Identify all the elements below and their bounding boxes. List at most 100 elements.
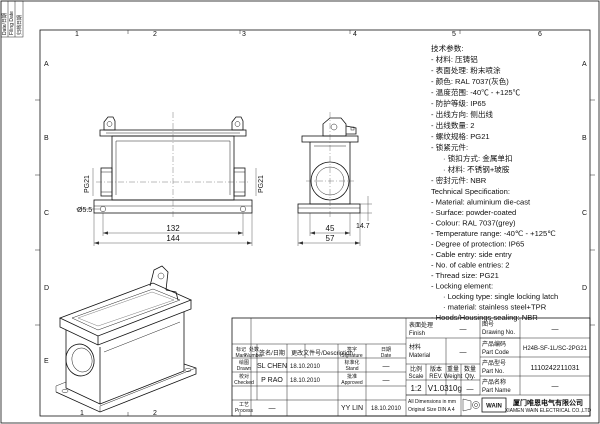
- finish-value: —: [460, 326, 467, 333]
- spec-cn-line: - 防护等级: IP65: [431, 98, 486, 108]
- spec-cn-heading: 技术参数:: [431, 43, 463, 53]
- part-no-value: 1110242211031: [530, 365, 579, 372]
- side-view-dimensions: [297, 196, 372, 246]
- spec-cn-line: - 表面处理: 粉末喷涂: [431, 65, 501, 75]
- scale-label: 比例: [410, 365, 422, 373]
- part-name-value: —: [552, 383, 559, 390]
- process-label-en: Process: [235, 408, 254, 414]
- zone-col-2-bottom: 2: [153, 410, 157, 417]
- company-name-cn: 厦门唯恩电气有限公司: [512, 398, 583, 407]
- drawing-no-label: 图号: [482, 321, 494, 328]
- zone-row-c-right: C: [582, 210, 587, 217]
- filing-strip-filing-date: Filing Date: [9, 11, 15, 35]
- units-note-2: Original Size DIN A 4: [408, 407, 455, 413]
- date-label-en: Date: [381, 353, 392, 359]
- qty-label: 数量: [464, 365, 476, 373]
- dim-front-thread-right: PG21: [258, 175, 265, 193]
- company-logo: WAIN: [481, 397, 507, 413]
- checked-name: P RAO: [261, 377, 283, 384]
- part-code-label-en: Part Code: [482, 350, 510, 356]
- weight-label-en: Weight: [444, 374, 463, 380]
- zone-row-b-right: B: [582, 135, 587, 142]
- zone-row-b: B: [44, 135, 49, 142]
- zone-col-3: 3: [242, 31, 246, 38]
- scale-label-en: Scale: [408, 374, 424, 380]
- filing-strip-date: Date/日期: [2, 13, 8, 35]
- zone-col-4: 4: [353, 31, 357, 38]
- spec-cn-line: · 锁扣方式: 金属单扣: [443, 153, 513, 163]
- zone-row-a-right: A: [582, 61, 587, 68]
- spec-english-block: Technical Specification: - Material: alu…: [431, 187, 558, 322]
- spec-cn-line: - 颜色: RAL 7037(灰色): [431, 76, 509, 86]
- drawn-label-en: Drawn: [237, 366, 252, 372]
- zone-row-d-right: D: [582, 285, 587, 292]
- drawn-name: SL CHEN: [257, 363, 287, 370]
- spec-cn-line: - 温度范围: -40℃ - +125℃: [431, 87, 521, 97]
- approved-label-en: Approved: [341, 380, 363, 386]
- spec-en-line: - Colour: RAL 7037(grey): [431, 219, 516, 228]
- spec-cn-line: - 密封元件: NBR: [431, 175, 487, 185]
- dim-side-45: 45: [326, 224, 335, 233]
- zone-row-c: C: [44, 210, 49, 217]
- front-view-dimensions: [76, 168, 257, 246]
- stand-label-en: Stand: [345, 366, 358, 372]
- checked-date: 18.10.2010: [290, 378, 321, 384]
- weight-label: 重量: [447, 365, 459, 373]
- spec-en-line: - No. of cable entries: 2: [431, 261, 510, 270]
- signature-label: 签字: [347, 346, 357, 353]
- material-value: —: [460, 349, 467, 356]
- part-code-value: H24B-SF-1L/SC-2PG21: [523, 346, 588, 352]
- weight-value: 310g: [444, 384, 462, 393]
- checked-label-en: Checked: [234, 380, 254, 386]
- stand-label: 标准化: [344, 359, 359, 366]
- rev-value: V1.0: [428, 384, 445, 393]
- approved-label: 批准: [347, 373, 357, 380]
- mark-label-en: Mark: [235, 353, 247, 359]
- rev-label: 版本: [430, 365, 442, 373]
- approved-name: YY LIN: [341, 405, 363, 412]
- sign-date-label: 签名/日期: [259, 349, 285, 357]
- approved-date: 18.10.2010: [371, 406, 402, 412]
- mark-label: 标记: [236, 346, 246, 353]
- finish-label: 表面处理: [409, 321, 433, 329]
- spec-en-line: - Locking element:: [431, 282, 493, 291]
- material-label-en: Material: [409, 353, 430, 359]
- spec-cn-line: - 螺纹规格: PG21: [431, 131, 490, 141]
- zone-row-e: E: [44, 358, 49, 365]
- description-label: 更改文件号/Description: [291, 349, 353, 357]
- number-label: 处数: [249, 346, 259, 353]
- drawing-no-value: —: [552, 326, 559, 333]
- spec-cn-line: - 锁紧元件:: [431, 142, 468, 152]
- spec-en-line: - Thread size: PG21: [431, 271, 499, 280]
- spec-chinese-block: 技术参数: - 材料: 压铸铝 - 表面处理: 粉末喷涂 - 颜色: RAL 7…: [431, 43, 521, 185]
- zone-col-6: 6: [538, 31, 542, 38]
- zone-col-5: 5: [452, 31, 456, 38]
- material-label: 材料: [409, 343, 421, 351]
- part-code-label: 产品编码: [482, 340, 506, 348]
- company-name-en: XIAMEN WAIN ELECTRICAL CO.,LTD: [505, 408, 592, 414]
- spec-cn-line: · 材料: 不锈钢+玻胺: [443, 164, 510, 174]
- checked-label: 校对: [239, 373, 249, 380]
- dim-front-132: 132: [166, 224, 180, 233]
- scale-value: 1:2: [410, 384, 422, 393]
- company-logo-text: WAIN: [486, 404, 502, 410]
- spec-en-line: - Material: aluminium die-cast: [431, 198, 531, 207]
- zone-col-1: 1: [75, 31, 79, 38]
- spec-cn-line: - 出线数量: 2: [431, 120, 474, 130]
- zone-row-d: D: [44, 285, 49, 292]
- dim-front-thread-left: PG21: [84, 175, 91, 193]
- finish-label-en: Finish: [409, 331, 425, 337]
- stand-value: —: [383, 363, 390, 370]
- filing-strip: Date/日期 Filing Date 归档日期: [0, 0, 24, 38]
- zone-col-2: 2: [153, 31, 157, 38]
- rev-label-en: REV.: [429, 374, 443, 380]
- qty-value: —: [467, 386, 474, 393]
- dim-front-hole: Ø5.5: [77, 207, 92, 214]
- dim-front-144: 144: [166, 234, 180, 243]
- drawing-no-label-en: Drawing No.: [482, 330, 515, 336]
- spec-en-line: · Locking type: single locking latch: [443, 292, 558, 301]
- part-name-label-en: Part Name: [482, 388, 511, 394]
- signature-label-en: Signature: [341, 353, 363, 359]
- zone-row-a: A: [44, 61, 49, 68]
